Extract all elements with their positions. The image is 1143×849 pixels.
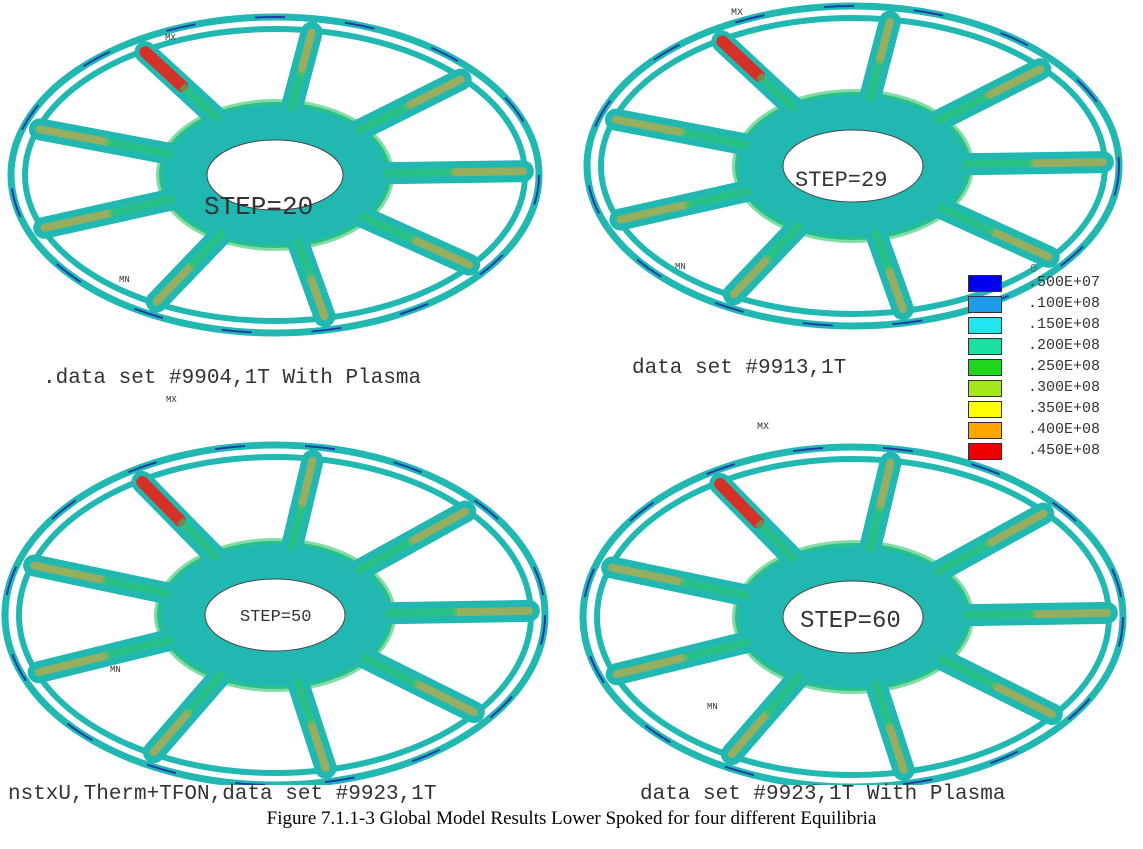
spoke-stress [30, 561, 107, 584]
legend-label: .400E+08 [1028, 421, 1101, 438]
hub-opening [782, 129, 924, 203]
spoke-stress [985, 509, 1048, 548]
mx-marker: MX [731, 8, 744, 19]
legend-swatch [968, 380, 1002, 397]
step-label: STEP=60 [800, 608, 901, 635]
spoke-stress [608, 563, 685, 586]
legend-label: .350E+08 [1028, 400, 1101, 417]
mx-marker: MX [165, 33, 176, 43]
spoke-stress [991, 682, 1056, 719]
spoke-stress [404, 75, 465, 110]
legend-label: .300E+08 [1028, 379, 1101, 396]
spoke-model-plot [579, 443, 1127, 785]
spoke-stress [1028, 158, 1107, 168]
legend-label: .200E+08 [1028, 337, 1101, 354]
spoke-model-plot [583, 2, 1123, 330]
spoke-stress [727, 710, 771, 759]
legend-swatch [968, 338, 1002, 355]
spoke-stress [139, 46, 188, 92]
outer-ring-stress [4, 444, 546, 785]
spoke-stress [149, 708, 193, 757]
legend-swatch [968, 296, 1002, 313]
spoke-stress [297, 456, 317, 510]
legend-swatch [968, 317, 1002, 334]
spoke-stress [716, 35, 765, 82]
outer-ring-stress [586, 5, 1120, 327]
step-label: STEP=29 [795, 168, 888, 193]
step-label: STEP=50 [240, 608, 312, 627]
legend-swatch [968, 422, 1002, 439]
spoke-stress [35, 125, 111, 146]
panel-step-60: STEP=60 MX MN [575, 395, 1143, 785]
mn-marker: MN [119, 275, 130, 285]
panel-caption: data set #9923,1T With Plasma [640, 783, 1006, 806]
spoke-stress [307, 719, 330, 772]
hub-opening [782, 580, 924, 654]
hub-opening [206, 139, 344, 211]
panel-step-20: STEP=20 MX MN [0, 0, 570, 340]
outer-ring-stress [582, 446, 1124, 785]
mx-marker: MX [757, 422, 770, 433]
spoke-stress [885, 721, 908, 774]
spoke-stress [714, 478, 764, 529]
panel-caption: data set #9913,1T [632, 357, 847, 380]
spoke-stress [884, 265, 907, 314]
spoke-stress [297, 28, 316, 76]
panel-caption: nstxU,Therm+TFON,data set #9923,1T [8, 783, 437, 806]
spoke-stress [875, 17, 894, 66]
spoke-stress [413, 680, 478, 717]
outer-ring-stress [10, 16, 540, 334]
legend-label: .500E+07 [1028, 274, 1101, 291]
legend-label: .100E+08 [1028, 295, 1101, 312]
spoke-stress [611, 115, 687, 137]
panel-step-50: STEP=50 MX MN [0, 395, 570, 785]
spoke-model-plot [7, 13, 543, 337]
legend-swatch [968, 359, 1002, 376]
mn-marker: MN [707, 702, 718, 712]
spoke-stress [410, 236, 474, 269]
step-label: STEP=20 [204, 192, 314, 222]
legend-swatch [968, 443, 1002, 460]
legend-label: .250E+08 [1028, 358, 1101, 375]
spoke-stress [989, 227, 1053, 261]
spoke-stress [983, 65, 1045, 100]
spoke-model-plot [1, 441, 549, 785]
legend-swatch [968, 275, 1002, 292]
spoke-stress [407, 507, 470, 546]
legend-label: .150E+08 [1028, 316, 1101, 333]
legend-label: .450E+08 [1028, 442, 1101, 459]
spoke-stress [136, 476, 186, 527]
legend-swatch [968, 401, 1002, 418]
legend-zero-label: 0 [1030, 262, 1038, 276]
hub-opening [204, 578, 346, 652]
spoke-stress [729, 255, 772, 299]
mx-marker: MX [166, 395, 177, 405]
spoke-stress [40, 209, 114, 232]
spoke-stress [452, 606, 533, 617]
spoke-stress [448, 167, 527, 177]
panel-step-29: STEP=29 MX MN [575, 0, 1143, 345]
spoke-stress [616, 200, 690, 224]
spoke-stress [152, 262, 195, 306]
spoke-stress [34, 651, 110, 677]
panel-caption: .data set #9904,1T With Plasma [43, 367, 422, 390]
spoke-stress [1030, 608, 1111, 619]
mn-marker: MN [110, 665, 121, 675]
mn-marker: MN [675, 262, 686, 272]
spoke-stress [612, 653, 688, 679]
figure-caption: Figure 7.1.1-3 Global Model Results Lowe… [266, 808, 877, 829]
spoke-stress [306, 273, 329, 321]
spoke-stress [875, 458, 895, 512]
